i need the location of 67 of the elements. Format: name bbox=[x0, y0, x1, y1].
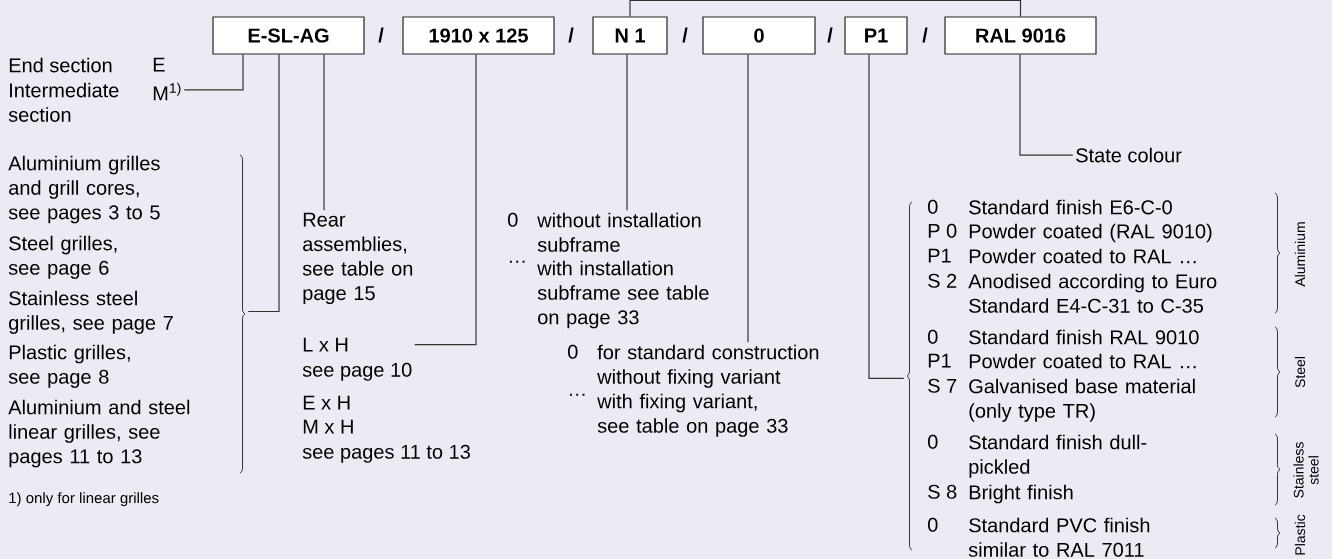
option-description: Standard finish RAL 9010 bbox=[969, 329, 1199, 345]
option-code: 0 bbox=[568, 344, 578, 359]
option-description: Anodised according to Euro Standard E4-C-31 to C-35 bbox=[968, 273, 1217, 313]
code-box: 0 bbox=[702, 16, 816, 55]
option-code: 0 bbox=[928, 517, 938, 532]
description-text: Rear assemblies, see table on page 15 bbox=[302, 212, 413, 305]
option-description: Powder coated (RAL 9010) bbox=[969, 223, 1212, 243]
option-description: with installation subframe see table on page 33 bbox=[537, 260, 709, 329]
option-code: … bbox=[569, 393, 585, 396]
leader-line bbox=[323, 54, 325, 211]
code-box: P1 bbox=[844, 16, 908, 55]
dimension-text: M x H bbox=[303, 419, 353, 434]
dimension-text: L x H bbox=[303, 337, 348, 352]
option-code: … bbox=[509, 260, 525, 263]
option-description: Galvanised base material (only type TR) bbox=[969, 378, 1195, 422]
option-code: 0 bbox=[928, 199, 938, 214]
separator-slash: / bbox=[378, 27, 384, 43]
dimension-text: E x H bbox=[303, 395, 350, 410]
description-text: see page 10 bbox=[302, 362, 412, 381]
leader-line bbox=[868, 54, 905, 379]
code-box: RAL 9016 bbox=[944, 16, 1097, 55]
code-box: E-SL-AG bbox=[212, 16, 365, 55]
section-label: End section bbox=[9, 57, 112, 73]
grille-description: Aluminium and steel linear grilles, see pages 11 to 13 bbox=[8, 399, 190, 468]
option-code: P 0 bbox=[928, 223, 957, 238]
separator-slash: / bbox=[682, 27, 688, 43]
dimension-text: see pages 11 to 13 bbox=[302, 444, 470, 463]
option-description: Standard finish dull-pickled bbox=[969, 434, 1147, 478]
option-code: 0 bbox=[508, 212, 518, 227]
separator-slash: / bbox=[922, 27, 928, 43]
group-label: Stainless steel bbox=[1293, 442, 1319, 498]
option-code: P1 bbox=[928, 248, 951, 263]
option-description: Standard finish E6-C-0 bbox=[969, 199, 1172, 215]
leader-line bbox=[247, 54, 280, 313]
leader-line bbox=[1019, 54, 1074, 156]
option-code: S 2 bbox=[928, 273, 957, 288]
code-letter: E bbox=[153, 57, 165, 72]
option-code: 0 bbox=[928, 329, 938, 344]
option-description: with fixing variant, see table on page 33 bbox=[597, 393, 788, 437]
footnote: 1) only for linear grilles bbox=[9, 492, 159, 507]
leader-line bbox=[414, 54, 477, 346]
code-box: 1910 x 125 bbox=[402, 16, 555, 55]
group-label: Steel bbox=[1294, 356, 1306, 388]
section-label: Intermediate section bbox=[8, 82, 119, 122]
option-description: Powder coated to RAL … bbox=[969, 353, 1196, 369]
option-code: S 7 bbox=[928, 378, 957, 393]
option-description: Standard PVC finish similar to RAL 7011 bbox=[968, 517, 1150, 557]
grille-description: Steel grilles, see page 6 bbox=[8, 235, 117, 279]
option-code: 0 bbox=[928, 434, 938, 449]
separator-slash: / bbox=[568, 27, 574, 43]
grille-description: Stainless steel grilles, see page 7 bbox=[9, 290, 173, 334]
option-code: S 8 bbox=[928, 484, 957, 499]
option-description: Bright finish bbox=[969, 484, 1073, 504]
leader-line bbox=[629, 0, 1022, 17]
separator-slash: / bbox=[827, 27, 833, 43]
grille-description: Plastic grilles, see page 8 bbox=[8, 344, 130, 388]
option-description: Powder coated to RAL … bbox=[969, 248, 1196, 264]
description-text: State colour bbox=[1076, 147, 1182, 163]
group-label: Aluminium bbox=[1294, 222, 1306, 287]
leader-line bbox=[626, 54, 628, 211]
code-letter: M$^{1)}$ bbox=[153, 82, 181, 101]
leader-line bbox=[747, 54, 749, 343]
code-box: N 1 bbox=[592, 16, 668, 55]
leader-line bbox=[183, 54, 244, 91]
grille-description: Aluminium grilles and grill cores, see pages 3 to 5 bbox=[8, 155, 160, 224]
group-label: Plastic bbox=[1294, 514, 1306, 555]
option-code: P1 bbox=[928, 353, 951, 368]
